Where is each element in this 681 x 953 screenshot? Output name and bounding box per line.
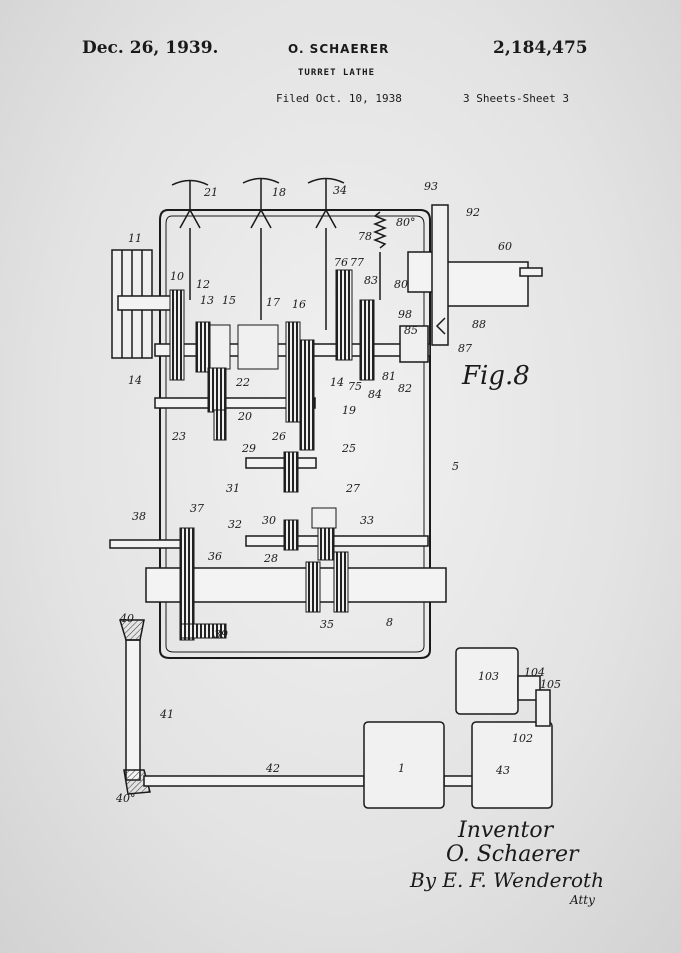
ref-81: 81 bbox=[382, 370, 396, 383]
ref-31: 31 bbox=[226, 482, 240, 495]
spring-assembly bbox=[372, 204, 449, 363]
ref-23: 23 bbox=[171, 430, 186, 443]
ref-104: 104 bbox=[524, 666, 545, 679]
ref-93: 93 bbox=[424, 180, 438, 193]
ref-25: 25 bbox=[341, 442, 356, 455]
ref-33: 33 bbox=[360, 514, 374, 527]
ref-29: 29 bbox=[241, 442, 256, 455]
ref-42: 42 bbox=[265, 762, 280, 775]
ref-85: 85 bbox=[404, 324, 418, 337]
ref-60: 60 bbox=[498, 240, 512, 253]
ref-15: 15 bbox=[222, 294, 236, 307]
ref-32: 32 bbox=[228, 518, 242, 531]
ref-87: 87 bbox=[458, 342, 472, 355]
ref-92: 92 bbox=[466, 206, 480, 219]
shafts bbox=[109, 261, 543, 603]
motors bbox=[363, 647, 553, 809]
signature-attorney: By E. F. Wenderoth bbox=[410, 868, 604, 892]
signature-inventor-label: Inventor bbox=[458, 818, 554, 843]
reference-numerals: 21 18 34 93 92 80° 60 78 11 76 77 83 80 … bbox=[115, 180, 561, 805]
ref-16: 16 bbox=[292, 298, 306, 311]
ref-5: 5 bbox=[452, 460, 459, 473]
ref-88: 88 bbox=[472, 318, 486, 331]
drive-shafts bbox=[118, 619, 475, 795]
ref-41: 41 bbox=[159, 708, 174, 721]
ref-80-deg: 80° bbox=[396, 216, 416, 229]
ref-98: 98 bbox=[398, 308, 412, 321]
inventor-name: O. SCHAERER bbox=[288, 42, 390, 56]
ref-27: 27 bbox=[345, 482, 360, 495]
ref-75: 75 bbox=[348, 380, 362, 393]
ref-40-deg: 40° bbox=[115, 792, 136, 805]
handwheels bbox=[171, 177, 345, 330]
ref-26: 26 bbox=[271, 430, 286, 443]
ref-77: 77 bbox=[350, 256, 364, 269]
ref-21: 21 bbox=[203, 186, 218, 199]
ref-19: 19 bbox=[342, 404, 356, 417]
figure-label: Fig.8 bbox=[461, 361, 530, 391]
ref-34: 34 bbox=[333, 184, 347, 197]
ref-22: 22 bbox=[235, 376, 250, 389]
ref-37: 37 bbox=[190, 502, 204, 515]
signature-atty: Atty bbox=[570, 893, 595, 907]
ref-11: 11 bbox=[128, 232, 142, 245]
sheet-count: 3 Sheets-Sheet 3 bbox=[463, 92, 569, 105]
ref-43: 43 bbox=[495, 764, 510, 777]
ref-1: 1 bbox=[398, 762, 405, 775]
patent-number: 2,184,475 bbox=[493, 38, 588, 58]
ref-103: 103 bbox=[478, 670, 499, 683]
ref-105: 105 bbox=[540, 678, 561, 691]
ref-10: 10 bbox=[170, 270, 184, 283]
ref-8: 8 bbox=[386, 616, 393, 629]
ref-82: 82 bbox=[398, 382, 412, 395]
ref-76: 76 bbox=[334, 256, 348, 269]
patent-date: Dec. 26, 1939. bbox=[82, 38, 219, 58]
filed-date: Filed Oct. 10, 1938 bbox=[276, 92, 402, 105]
ref-83: 83 bbox=[364, 274, 378, 287]
patent-title: TURRET LATHE bbox=[298, 68, 376, 78]
gear-train bbox=[169, 269, 375, 641]
ref-18: 18 bbox=[272, 186, 286, 199]
ref-35: 35 bbox=[320, 618, 334, 631]
ref-14-right: 14 bbox=[330, 376, 344, 389]
signature-inventor-name: O. Schaerer bbox=[446, 842, 579, 867]
ref-39: 39 bbox=[214, 628, 228, 641]
ref-30: 30 bbox=[262, 514, 276, 527]
ref-80: 80 bbox=[394, 278, 408, 291]
ref-102: 102 bbox=[512, 732, 533, 745]
machine-frame bbox=[159, 209, 431, 659]
ref-13: 13 bbox=[200, 294, 214, 307]
ref-84: 84 bbox=[368, 388, 382, 401]
ref-38: 38 bbox=[132, 510, 146, 523]
ref-36: 36 bbox=[208, 550, 222, 563]
ref-14-left: 14 bbox=[128, 374, 142, 387]
ref-20: 20 bbox=[237, 410, 252, 423]
ref-78: 78 bbox=[358, 230, 372, 243]
ref-17: 17 bbox=[266, 296, 280, 309]
ref-40: 40 bbox=[119, 612, 134, 625]
ref-28: 28 bbox=[263, 552, 278, 565]
ref-12: 12 bbox=[196, 278, 210, 291]
